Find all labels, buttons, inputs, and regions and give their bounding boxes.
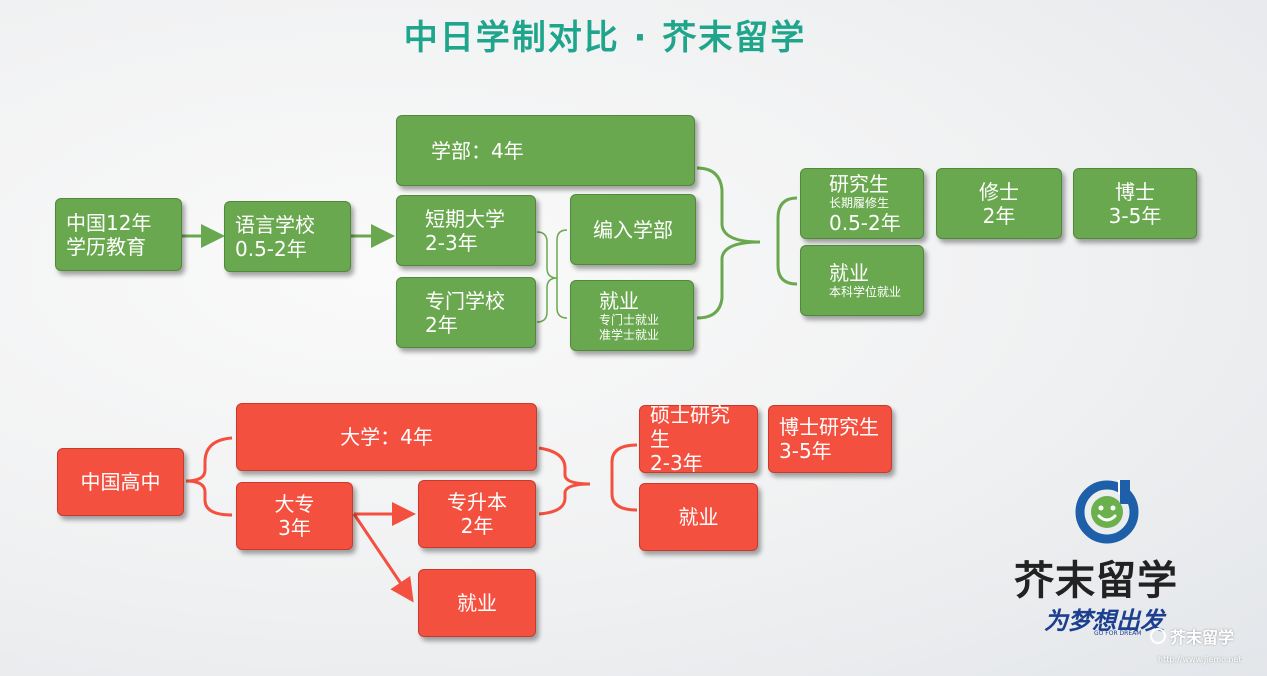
watermark-url: http://www.jiemo.net (1158, 655, 1242, 664)
doctor-label: 博士 (1115, 179, 1155, 204)
vocational-school-label: 专门学校 (425, 288, 505, 313)
watermark-text: 芥末留学 (1170, 628, 1235, 647)
employment-mid-sub1: 专门士就业 (599, 312, 660, 327)
employment-mid-sub2: 准学士就业 (599, 327, 660, 342)
brace-highschool (185, 436, 233, 517)
employment-right-sub: 本科学位就业 (829, 285, 902, 299)
jiemo-logo-icon (1075, 480, 1139, 544)
language-school-years: 0.5-2年 (235, 236, 307, 261)
china-12-year-label: 中国12年学历教育 (66, 210, 152, 259)
doctor-cn-label: 博士研究生 (779, 415, 879, 439)
doctor-cn-box: 博士研究生 3-5年 (768, 405, 892, 473)
page-title: 中日学制对比 · 芥末留学 (403, 18, 807, 58)
junior-college-cn-label: 大专 (274, 492, 315, 516)
brace-to-master (538, 446, 591, 516)
employment-low-box: 就业 (418, 569, 536, 637)
junior-college-label: 短期大学 (425, 206, 505, 231)
doctor-box: 博士 3-5年 (1073, 168, 1197, 239)
china-high-school-label: 中国高中 (80, 470, 161, 494)
brace-to-graduate (696, 166, 761, 320)
employment-low-label: 就业 (457, 591, 497, 615)
brace-graduate-employ (776, 196, 798, 286)
upgrade-label: 专升本 (447, 490, 507, 514)
research-student-label: 研究生 (829, 172, 889, 196)
brand-slogan-en: GO FOR DREAM (1094, 630, 1142, 637)
language-school-label: 语言学校 (235, 212, 315, 237)
faculty-box: 学部：4年 (396, 115, 695, 186)
arrow-junior-to-employ (352, 513, 414, 603)
brand-name: 芥末留学 (1014, 558, 1178, 604)
watermark-logo-icon (1150, 628, 1166, 644)
faculty-label: 学部：4年 (431, 138, 524, 163)
master-box: 修士 2年 (936, 168, 1062, 239)
junior-college-box: 短期大学 2-3年 (396, 195, 536, 266)
master-cn-label: 硕士研究生 (650, 403, 730, 451)
transfer-faculty-box: 编入学部 (570, 194, 696, 265)
doctor-cn-years: 3-5年 (779, 439, 832, 463)
transfer-faculty-label: 编入学部 (593, 217, 673, 242)
research-student-box: 研究生 长期履修生 0.5-2年 (800, 168, 924, 239)
vocational-school-box: 专门学校 2年 (396, 277, 536, 348)
brand-slogan: 为梦想出发 (1044, 606, 1164, 635)
master-label: 修士 (979, 179, 1019, 204)
research-student-sub: 长期履修生 (829, 196, 890, 210)
university-box: 大学：4年 (236, 403, 537, 471)
brace-transfer-employ (556, 229, 568, 319)
china-12-year-box: 中国12年学历教育 (55, 198, 182, 271)
employment-right-box: 就业 本科学位就业 (800, 245, 924, 316)
language-school-box: 语言学校 0.5-2年 (224, 201, 351, 272)
vocational-school-years: 2年 (425, 312, 458, 337)
upgrade-years: 2年 (460, 514, 494, 538)
junior-college-cn-years: 3年 (278, 516, 311, 540)
junior-college-years: 2-3年 (425, 230, 478, 255)
employment-mid-label: 就业 (599, 288, 639, 313)
upgrade-box: 专升本 2年 (418, 480, 536, 548)
employment-right-cn-label: 就业 (678, 505, 719, 529)
junior-college-cn-box: 大专 3年 (236, 482, 353, 550)
brace-master-employ (610, 443, 638, 512)
master-cn-years: 2-3年 (650, 451, 703, 475)
university-label: 大学：4年 (340, 425, 433, 449)
employment-right-cn-box: 就业 (639, 483, 758, 551)
watermark: 芥末留学 (1150, 624, 1234, 648)
research-student-years: 0.5-2年 (829, 211, 901, 235)
china-high-school-box: 中国高中 (57, 448, 184, 516)
master-years: 2年 (982, 203, 1016, 228)
employment-right-label: 就业 (829, 261, 869, 285)
doctor-years: 3-5年 (1108, 203, 1162, 228)
employment-mid-box: 就业 专门士就业 准学士就业 (570, 280, 694, 351)
master-cn-box: 硕士研究生 2-3年 (639, 403, 758, 475)
brace-college (536, 231, 558, 323)
